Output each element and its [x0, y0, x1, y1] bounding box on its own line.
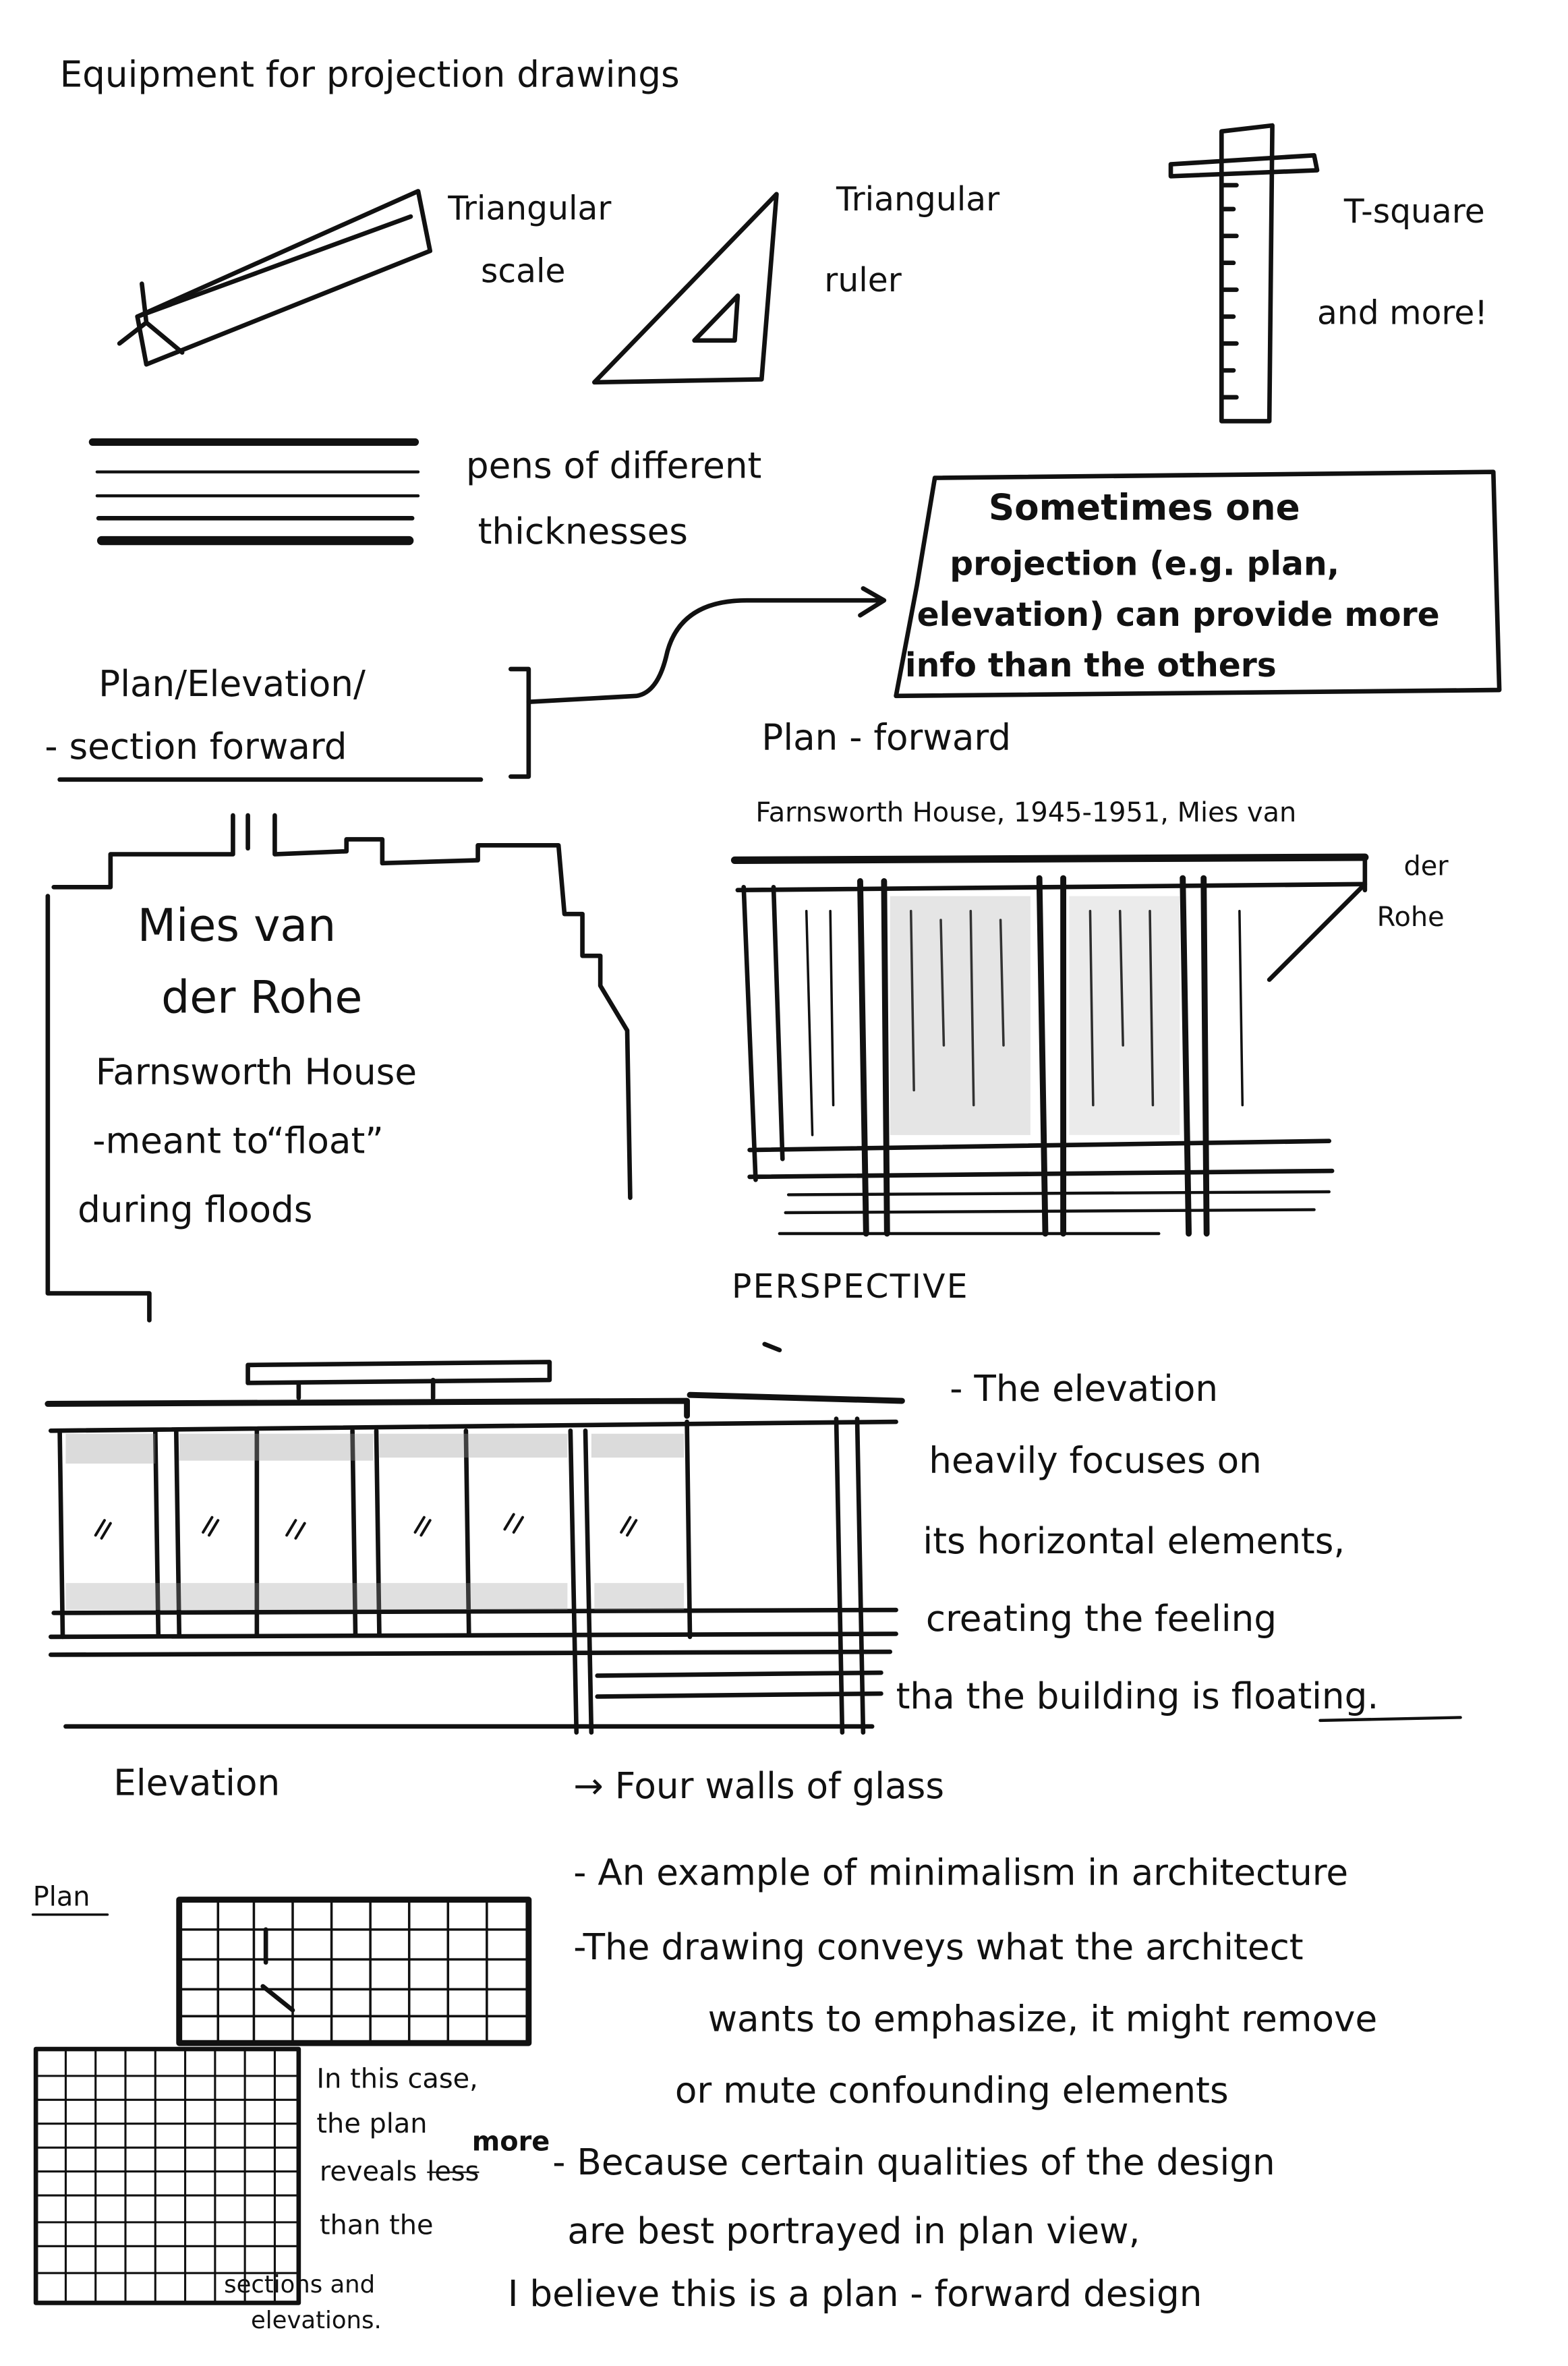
pens-label-1: pens of different: [465, 444, 762, 487]
plan-note-line-4: than the: [319, 2210, 434, 2242]
plan-note-line-5: sections and: [224, 2270, 376, 2299]
plan-note-line-2: the plan: [316, 2108, 428, 2141]
pen-lines-drawing: [88, 438, 420, 546]
elevation-label: Elevation: [113, 1762, 281, 1804]
triangular-scale-label-2: scale: [481, 254, 566, 291]
note-certain-qualities: - Because certain qualities of the desig…: [552, 2141, 1275, 2184]
farnsworth-caption: Farnsworth House, 1945-1951, Mies van: [755, 797, 1297, 829]
triangular-ruler-label-2: ruler: [824, 262, 902, 301]
farnsworth-caption-der: der: [1403, 851, 1449, 883]
plan-drawing: [33, 1897, 532, 2305]
callout-box-outline: [894, 469, 1502, 699]
plan-note-line-1: In this case,: [316, 2064, 478, 2096]
callout-line-4: info than the others: [904, 648, 1277, 686]
note-plan-view: are best portrayed in plan view,: [567, 2210, 1140, 2253]
callout-line-2: projection (e.g. plan,: [950, 546, 1340, 584]
plan-note-struck-word: less: [427, 2156, 480, 2188]
mies-float-line: -meant to“float”: [92, 1120, 384, 1162]
farnsworth-caption-rohe: Rohe: [1376, 902, 1445, 933]
forward-label-2: - section forward: [45, 726, 347, 768]
elevation-drawing: [45, 1360, 905, 1735]
perspective-drawing: [730, 853, 1369, 1237]
plan-note-more: more: [471, 2127, 550, 2158]
triangular-scale-drawing: [117, 189, 433, 367]
and-more-label: and more!: [1317, 295, 1488, 333]
mies-box-outline: [45, 813, 633, 1323]
note-drawing-conveys: -The drawing conveys what the architect: [573, 1926, 1304, 1969]
note-plan-forward-design: I believe this is a plan - forward desig…: [507, 2273, 1202, 2315]
perspective-label: PERSPECTIVE: [732, 1269, 969, 1307]
elevation-note-5: tha the building is floating.: [896, 1675, 1379, 1718]
mies-house-line: Farnsworth House: [95, 1051, 417, 1093]
note-four-walls: → Four walls of glass: [573, 1765, 945, 1808]
elevation-note-4: creating the feeling: [925, 1598, 1277, 1640]
mies-name-line-1: Mies van: [137, 900, 337, 953]
triangular-scale-label-1: Triangular: [448, 191, 612, 229]
page-title: Equipment for projection drawings: [59, 53, 680, 96]
plan-forward-label: Plan - forward: [761, 716, 1012, 759]
elevation-note-3: its horizontal elements,: [923, 1520, 1345, 1563]
elevation-note-2: heavily focuses on: [929, 1439, 1262, 1482]
mies-name-line-2: der Rohe: [161, 972, 363, 1025]
elevation-note-1: - The elevation: [950, 1368, 1219, 1410]
callout-line-3: elevation) can provide more: [917, 597, 1440, 635]
note-mute-elements: or mute confounding elements: [674, 2070, 1229, 2112]
triangular-ruler-drawing: [591, 192, 779, 385]
plan-note-line-3: reveals: [319, 2156, 417, 2188]
callout-line-1: Sometimes one: [988, 486, 1300, 529]
forward-bracket-arrow: [57, 586, 887, 782]
plan-label: Plan: [32, 1882, 90, 1913]
pens-label-2: thicknesses: [477, 511, 688, 553]
mies-floods-line: during floods: [78, 1188, 313, 1231]
note-wants-emphasize: wants to emphasize, it might remove: [707, 1998, 1378, 2040]
t-square-label: T-square: [1343, 194, 1485, 232]
forward-label-1: Plan/Elevation/: [98, 663, 366, 705]
plan-note-line-6: elevations.: [251, 2305, 382, 2334]
triangular-ruler-label-1: Triangular: [836, 182, 1000, 220]
note-minimalism: - An example of minimalism in architectu…: [573, 1851, 1349, 1894]
t-square-drawing: [1168, 123, 1320, 424]
